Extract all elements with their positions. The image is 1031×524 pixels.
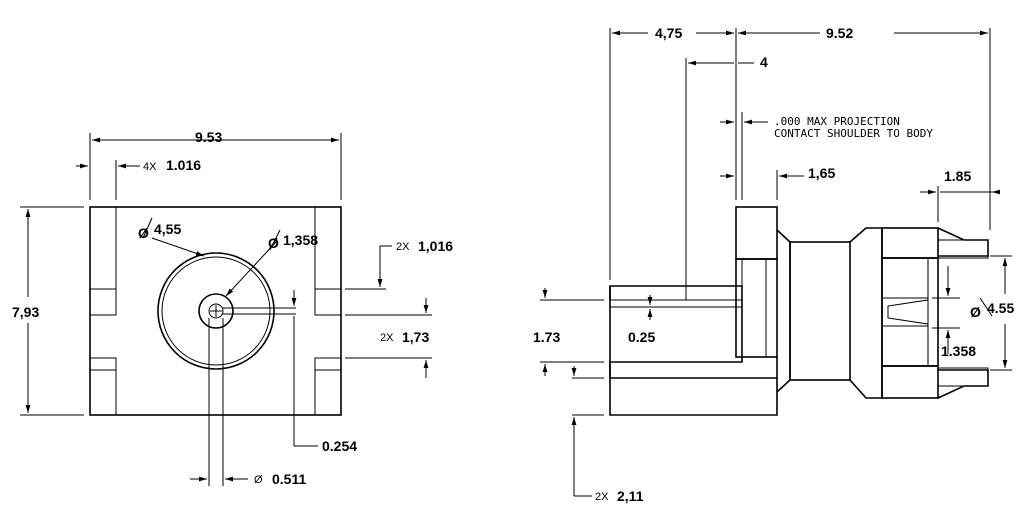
dim-455-sym: Ø (970, 304, 981, 320)
outer-body-circle-inner (161, 256, 271, 366)
front-body-outline (89, 206, 342, 416)
note-line2: CONTACT SHOULDER TO BODY (774, 127, 933, 140)
dim-1358: 1.358 (941, 343, 976, 359)
inner-dia-dim: 1,358 (283, 232, 318, 248)
slot-gap-dim: 1,016 (418, 238, 453, 254)
center-pin-circle (208, 303, 224, 319)
front-view: 9.53 4X 1.016 7,93 Ø 4,55 Ø 1,358 2X 1,0… (12, 129, 453, 487)
body-dia-dim: 4,55 (154, 221, 181, 237)
head-hatch-top (881, 227, 939, 259)
neck-outline (776, 229, 791, 393)
dim-173: 1.73 (533, 329, 560, 345)
leg-len: 2,11 (617, 488, 644, 504)
front-slots (90, 207, 341, 415)
inner-dia-sym: Ø (268, 235, 279, 251)
body-dia-sym: Ø (138, 225, 149, 241)
head-hatch-bottom (881, 365, 939, 399)
dim-455: 4.55 (987, 300, 1014, 316)
outer-body-circle (157, 252, 275, 370)
slot-width-dim: 1.016 (166, 157, 201, 173)
slot-pitch-mult: 2X (380, 332, 394, 344)
side-view: 4,75 9.52 4 .000 MAX PROJECTION CONTACT … (533, 25, 1014, 504)
dim-185: 1.85 (944, 168, 971, 184)
pin-offset-dim: 0.254 (322, 438, 357, 454)
slot-pitch-dim: 1,73 (402, 329, 429, 345)
pin-dia-dim: 0.511 (272, 471, 306, 487)
slot-width-mult: 4X (143, 161, 157, 173)
side-base-outline (609, 285, 778, 416)
dim-165: 1,65 (808, 165, 835, 181)
width-dim: 9.53 (195, 129, 222, 145)
flange-hatch (735, 206, 778, 260)
inner-dielectric-circle (198, 293, 234, 329)
leg-mult: 2X (595, 491, 609, 503)
dim-025: 0.25 (628, 329, 655, 345)
dim-952: 9.52 (826, 25, 853, 41)
slot-gap-mult: 2X (396, 241, 410, 253)
height-dim: 7,93 (12, 304, 39, 320)
dim-475: 4,75 (655, 25, 682, 41)
dim-4: 4 (760, 54, 768, 70)
note-line1: .000 MAX PROJECTION (774, 115, 900, 128)
pin-dia-sym: Ø (254, 474, 263, 486)
